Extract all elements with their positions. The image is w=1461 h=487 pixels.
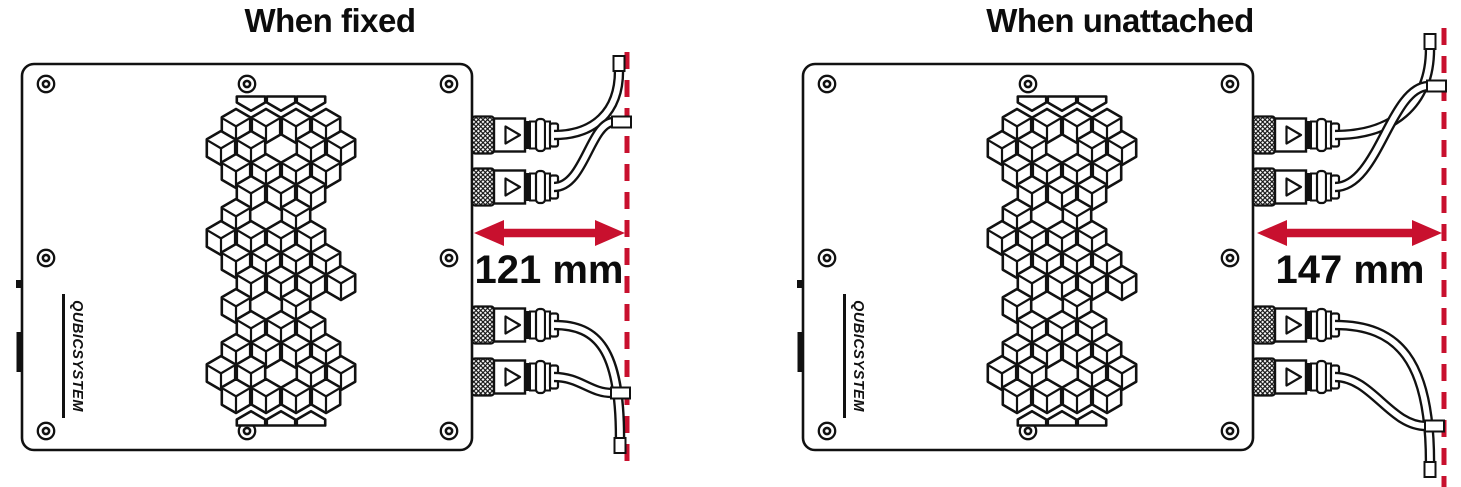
cable-connector — [470, 115, 560, 155]
cable — [1334, 371, 1427, 432]
cable-connector — [470, 305, 560, 345]
cable — [553, 371, 613, 399]
title-when-unattached: When unattached — [986, 2, 1254, 39]
triangle-marker-icon — [1285, 367, 1303, 387]
side-notch — [16, 280, 21, 288]
triangle-marker-icon — [504, 177, 522, 197]
screw-icon — [36, 421, 56, 441]
screw-icon — [439, 74, 459, 94]
cable-connector — [1251, 305, 1341, 345]
cable-connector — [1251, 115, 1341, 155]
screw-icon — [817, 74, 837, 94]
side-tab — [797, 332, 803, 372]
triangle-marker-icon — [1285, 315, 1303, 335]
screw-icon — [1220, 248, 1240, 268]
screw-icon — [36, 248, 56, 268]
triangle-marker-icon — [504, 315, 522, 335]
screw-icon — [817, 421, 837, 441]
cable-connector — [470, 167, 560, 207]
cable — [1334, 319, 1436, 463]
title-when-fixed: When fixed — [244, 2, 416, 39]
cable-connector — [1251, 357, 1341, 397]
dimension-label-fixed: 121 mm — [474, 248, 624, 292]
clearance-arrow — [1257, 220, 1442, 246]
cable-connector — [470, 357, 560, 397]
qubic-system-logo: QUBICSYSTEM — [843, 294, 869, 418]
screw-icon — [1220, 74, 1240, 94]
cable — [1334, 48, 1436, 141]
side-notch — [797, 280, 802, 288]
device-box — [16, 62, 560, 452]
qubic-system-logo: QUBICSYSTEM — [62, 294, 88, 418]
cable-tip — [1426, 79, 1447, 93]
screw-icon — [36, 74, 56, 94]
cable-tip — [1423, 461, 1437, 478]
cable-tip — [1423, 33, 1437, 50]
cable-tip — [612, 55, 626, 72]
dimension-label-unattached: 147 mm — [1275, 248, 1425, 292]
screw-icon — [817, 248, 837, 268]
cable-connector — [1251, 167, 1341, 207]
cable-tip — [613, 437, 627, 454]
screw-icon — [439, 421, 459, 441]
device-box — [797, 62, 1341, 452]
triangle-marker-icon — [1285, 177, 1303, 197]
cable-tip — [1424, 419, 1445, 433]
side-tab — [16, 332, 22, 372]
screw-icon — [1018, 74, 1038, 94]
cable — [1334, 80, 1430, 193]
triangle-marker-icon — [504, 367, 522, 387]
triangle-marker-icon — [504, 125, 522, 145]
cable-tip — [610, 386, 631, 400]
screw-icon — [439, 248, 459, 268]
screw-icon — [1018, 421, 1038, 441]
cable — [553, 116, 615, 193]
triangle-marker-icon — [1285, 125, 1303, 145]
screw-icon — [237, 74, 257, 94]
screw-icon — [1220, 421, 1240, 441]
cable-tip — [611, 115, 632, 129]
clearance-arrow — [474, 220, 625, 246]
cable — [553, 70, 625, 141]
cable — [553, 319, 626, 439]
